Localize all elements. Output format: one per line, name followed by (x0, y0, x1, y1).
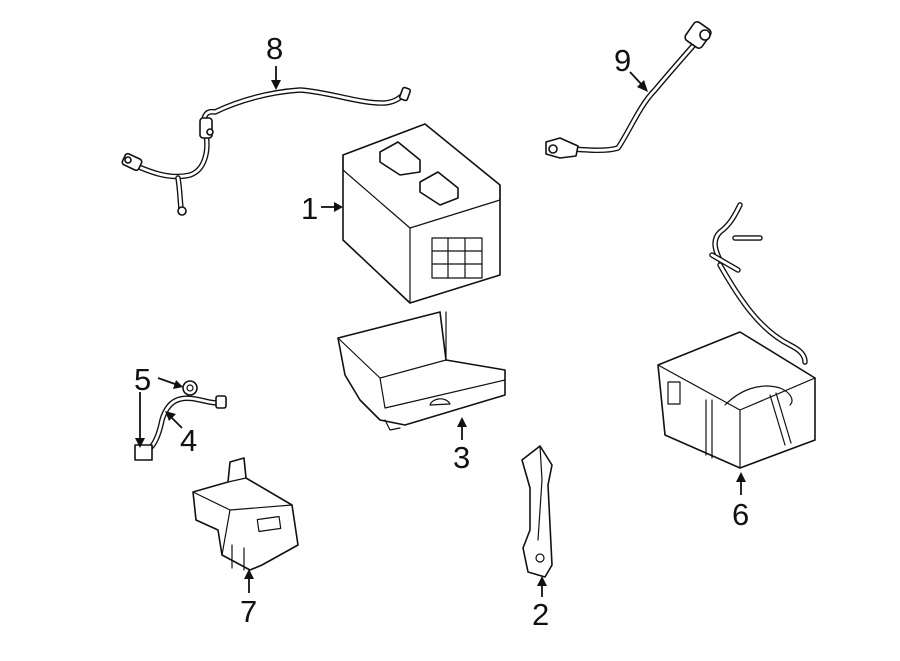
battery-tray-part-3[interactable] (337, 311, 506, 431)
callout-3: 3 (453, 440, 470, 475)
battery-part-1[interactable] (342, 123, 501, 304)
callout-6: 6 (732, 497, 749, 532)
callout-7: 7 (240, 594, 257, 629)
callout-2: 2 (532, 597, 549, 632)
terminal-part-5[interactable] (182, 380, 198, 396)
callout-8: 8 (266, 31, 283, 66)
callout-5: 5 (134, 362, 151, 397)
callout-leaders (135, 66, 746, 597)
bracket-part-2[interactable] (521, 445, 553, 578)
ground-cable-part-9[interactable] (545, 20, 713, 159)
callout-4: 4 (180, 423, 197, 458)
junction-block-part-7[interactable] (192, 457, 299, 571)
cable-harness-part-8[interactable] (121, 86, 412, 216)
cable-part-4[interactable] (134, 395, 227, 461)
battery-insulator-part-6[interactable] (657, 202, 816, 469)
callout-1: 1 (301, 191, 318, 226)
callout-9: 9 (614, 43, 631, 78)
callout-numbers: 1 2 3 4 5 6 7 8 9 (134, 31, 749, 632)
